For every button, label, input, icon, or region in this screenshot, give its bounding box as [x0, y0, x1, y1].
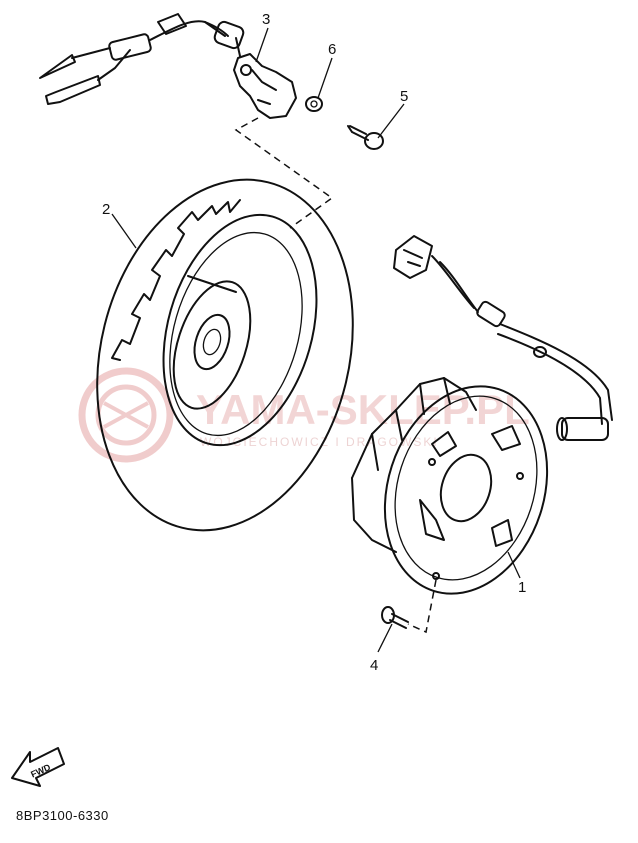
stator-wire — [393, 235, 613, 441]
callout-4: 4 — [370, 657, 378, 674]
alignment-lines-top — [234, 117, 334, 229]
callout-6: 6 — [328, 41, 336, 58]
callout-5: 5 — [400, 88, 408, 105]
alignment-lines-bottom — [407, 579, 437, 634]
washer — [305, 96, 323, 112]
stator — [351, 377, 549, 595]
part-code: 8BP3100-6330 — [16, 808, 109, 823]
callout-3: 3 — [262, 11, 270, 28]
watermark-tagline: WOJCIECHOWICZ I DRAGOWSKI — [200, 435, 439, 449]
watermark-logo — [78, 367, 174, 463]
pickup-wire-harness — [39, 13, 245, 105]
screw-bottom — [381, 606, 409, 629]
pickup-coil — [233, 37, 297, 119]
callout-1: 1 — [518, 579, 526, 596]
watermark-brand: YAMA-SKLEP.PL — [196, 386, 530, 433]
callout-labels: 3 6 5 2 1 4 — [102, 11, 526, 674]
flywheel-rotor — [96, 178, 354, 532]
leader-lines — [111, 27, 521, 653]
screw-top — [347, 125, 384, 150]
fwd-label: FWD — [29, 762, 52, 780]
watermark: YAMA-SKLEP.PL WOJCIECHOWICZ I DRAGOWSKI — [78, 367, 530, 463]
fwd-arrow-icon: FWD — [11, 747, 65, 787]
callout-2: 2 — [102, 201, 110, 218]
